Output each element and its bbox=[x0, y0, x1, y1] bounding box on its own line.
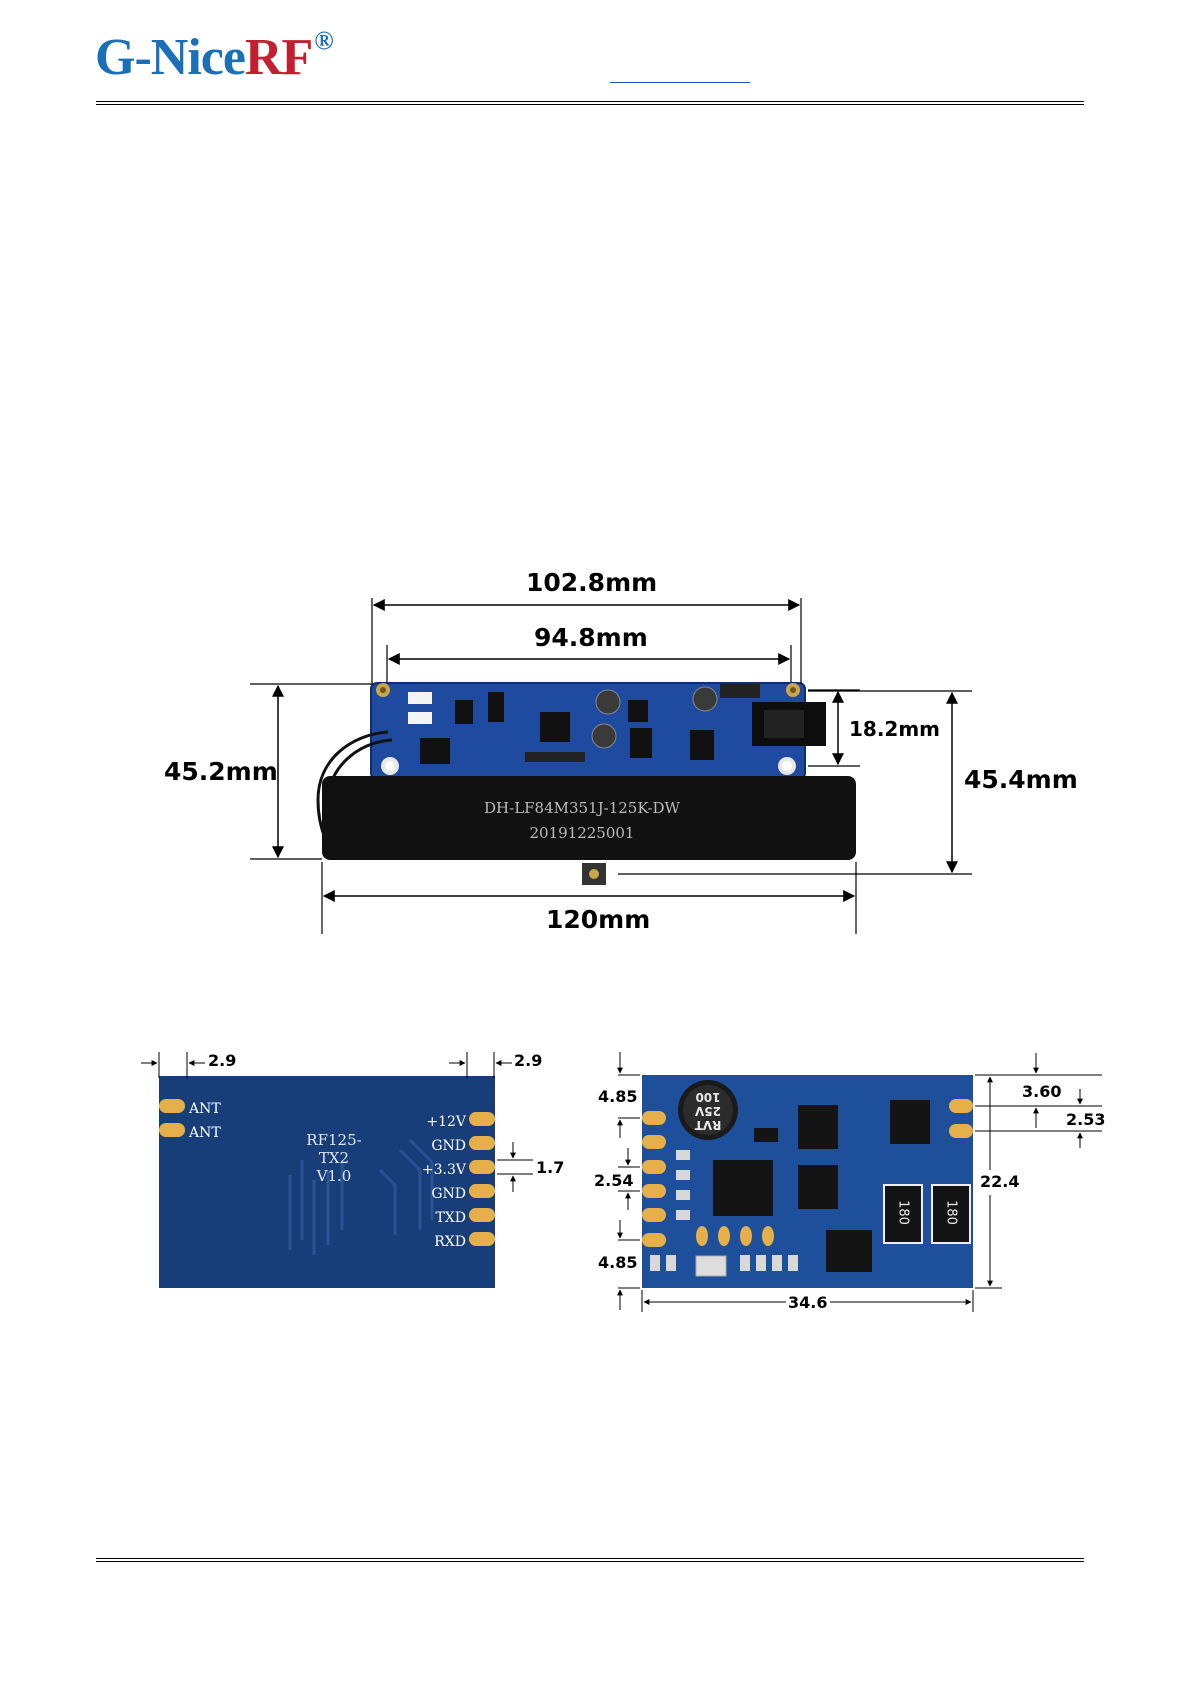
cap-line: 100 bbox=[688, 1090, 728, 1104]
dim-front-top: 4.85 bbox=[598, 1087, 637, 1106]
dim-front-pitch: 2.54 bbox=[594, 1171, 633, 1190]
capacitor-marking: RVT 25V 100 bbox=[688, 1090, 728, 1132]
cap-line: RVT bbox=[688, 1118, 728, 1132]
dim-front-bottom: 4.85 bbox=[598, 1253, 637, 1272]
resistor-marking-1: 180 bbox=[896, 1198, 911, 1228]
cap-line: 25V bbox=[688, 1104, 728, 1118]
dim-front-right-top: 3.60 bbox=[1022, 1082, 1061, 1101]
dim-front-right-pitch: 2.53 bbox=[1066, 1110, 1105, 1129]
footer-rule bbox=[96, 1558, 1084, 1562]
dim-front-width: 34.6 bbox=[788, 1293, 827, 1312]
dim-front-height: 22.4 bbox=[980, 1172, 1019, 1191]
resistor-marking-2: 180 bbox=[944, 1198, 959, 1228]
